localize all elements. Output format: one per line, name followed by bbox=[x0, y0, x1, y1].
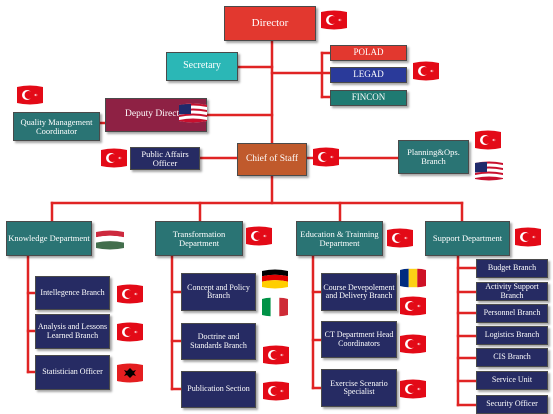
unit-label: Exercise Scenario Specialist bbox=[330, 378, 388, 396]
polad-label: POLAD bbox=[353, 47, 384, 58]
support-unit-budget: Budget Branch bbox=[476, 259, 548, 278]
albania-flag-icon bbox=[117, 363, 143, 383]
education-unit-ct-head: CT Department Head Coordinators bbox=[321, 321, 397, 358]
unit-label: Personnel Branch bbox=[483, 308, 541, 318]
quality-management-label: Quality Management Coordinator bbox=[20, 116, 93, 136]
knowledge-unit-analysis: Analysis and Lessons Learned Branch bbox=[35, 314, 110, 349]
italy-flag-icon bbox=[262, 297, 288, 317]
support-department-box: Support Department bbox=[425, 221, 510, 256]
unit-label: Intellegence Branch bbox=[40, 287, 105, 297]
legad-box: LEGAD bbox=[330, 67, 407, 83]
unit-label: Budget Branch bbox=[487, 263, 537, 273]
turkey-flag-icon bbox=[263, 381, 289, 401]
deputy-director-label: Deputy Director bbox=[125, 109, 187, 120]
unit-label: CT Department Head Coordinators bbox=[324, 330, 394, 348]
germany-flag-icon bbox=[262, 269, 288, 289]
turkey-flag-icon bbox=[101, 148, 127, 168]
transformation-department-box: Transformation Department bbox=[155, 221, 243, 256]
director-box: Director bbox=[224, 6, 316, 41]
turkey-flag-icon bbox=[515, 227, 541, 247]
planning-ops-label: Planning&Ops. Branch bbox=[407, 147, 460, 166]
education-department-box: Education & Trainning Department bbox=[296, 221, 383, 256]
polad-box: POLAD bbox=[330, 45, 407, 61]
transformation-unit-concept: Concept and Policy Branch bbox=[181, 273, 256, 311]
turkey-flag-icon bbox=[263, 345, 289, 365]
support-unit-personnel: Personnel Branch bbox=[476, 304, 548, 323]
transformation-unit-doctrine: Doctrine and Standards Branch bbox=[181, 323, 256, 360]
support-unit-cis: CIS Branch bbox=[476, 348, 548, 367]
fincon-box: FINCON bbox=[330, 90, 407, 106]
knowledge-unit-statistician: Statistician Officer bbox=[35, 355, 110, 390]
unit-label: Logistics Branch bbox=[484, 330, 540, 340]
unit-label: Publication Section bbox=[187, 384, 250, 394]
turkey-flag-icon bbox=[400, 379, 426, 399]
turkey-flag-icon bbox=[321, 10, 347, 30]
romania-flag-icon bbox=[400, 268, 426, 288]
unit-label: Activity Support Branch bbox=[485, 282, 539, 300]
support-department-label: Support Department bbox=[432, 233, 503, 244]
education-unit-course: Course Devepolement and Delivery Branch bbox=[321, 273, 397, 311]
director-label: Director bbox=[251, 16, 289, 29]
education-unit-exercise: Exercise Scenario Specialist bbox=[321, 369, 397, 407]
chief-of-staff-label: Chief of Staff bbox=[245, 153, 299, 164]
support-unit-activity: Activity Support Branch bbox=[476, 282, 548, 301]
knowledge-unit-intelligence: Intellegence Branch bbox=[35, 276, 110, 310]
turkey-flag-icon bbox=[313, 147, 339, 167]
unit-label: Analysis and Lessons Learned Branch bbox=[37, 322, 108, 340]
unit-label: Doctrine and Standards Branch bbox=[190, 332, 247, 350]
support-unit-service: Service Unit bbox=[476, 371, 548, 390]
unit-label: CIS Branch bbox=[493, 352, 531, 362]
turkey-flag-icon bbox=[413, 61, 439, 81]
turkey-flag-icon bbox=[117, 284, 143, 304]
planning-ops-box: Planning&Ops. Branch bbox=[398, 140, 469, 174]
legad-label: LEGAD bbox=[353, 69, 384, 80]
turkey-flag-icon bbox=[475, 130, 501, 150]
unit-label: Security Officer bbox=[486, 399, 538, 409]
unit-label: Service Unit bbox=[491, 375, 533, 385]
turkey-flag-icon bbox=[117, 322, 143, 342]
secretary-box: Secretary bbox=[166, 52, 238, 81]
knowledge-department-label: Knowledge Department bbox=[8, 233, 90, 244]
turkey-flag-icon bbox=[17, 85, 43, 105]
knowledge-department-box: Knowledge Department bbox=[6, 221, 92, 256]
turkey-flag-icon bbox=[246, 226, 272, 246]
chief-of-staff-box: Chief of Staff bbox=[237, 143, 307, 176]
unit-label: Concept and Policy Branch bbox=[187, 282, 250, 300]
turkey-flag-icon bbox=[387, 228, 413, 248]
education-department-label: Education & Trainning Department bbox=[300, 228, 379, 248]
secretary-label: Secretary bbox=[183, 60, 221, 72]
support-unit-logistics: Logistics Branch bbox=[476, 326, 548, 345]
quality-management-box: Quality Management Coordinator bbox=[13, 112, 100, 141]
transformation-unit-publication: Publication Section bbox=[181, 371, 256, 408]
support-unit-security: Security Officer bbox=[476, 395, 548, 414]
transformation-department-label: Transformation Department bbox=[172, 228, 226, 248]
fincon-label: FINCON bbox=[351, 92, 386, 103]
unit-label: Course Devepolement and Delivery Branch bbox=[323, 282, 395, 300]
unit-label: Statistician Officer bbox=[42, 367, 103, 377]
turkey-flag-icon bbox=[400, 334, 426, 354]
usa-flag-icon bbox=[179, 103, 207, 123]
public-affairs-box: Public Affairs Officer bbox=[130, 147, 200, 170]
turkey-flag-icon bbox=[400, 296, 426, 316]
usa-flag-icon bbox=[475, 161, 503, 181]
hungary-flag-icon bbox=[96, 230, 124, 250]
public-affairs-label: Public Affairs Officer bbox=[141, 148, 189, 168]
